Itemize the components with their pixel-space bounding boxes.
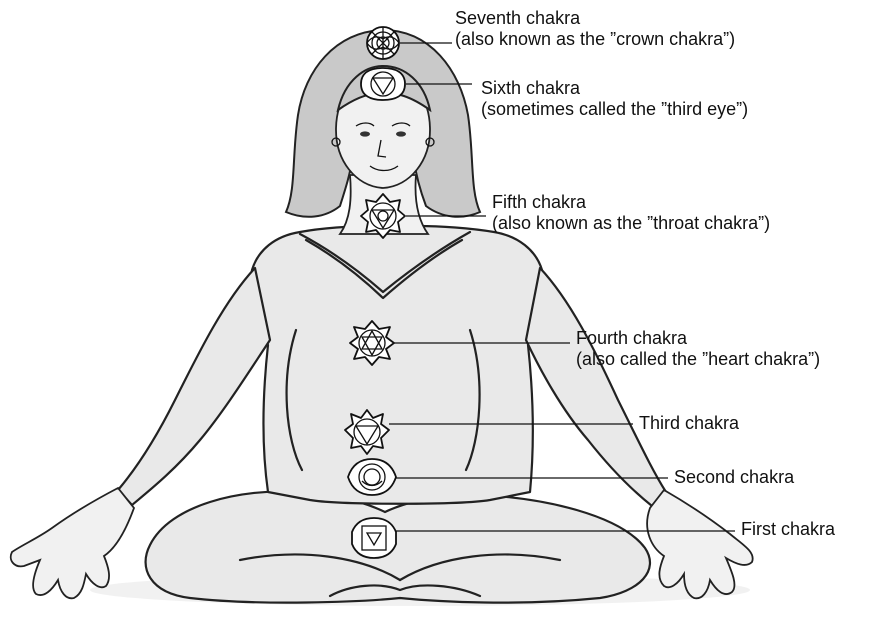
- label-second-chakra: Second chakra: [674, 467, 794, 488]
- label-fourth-chakra: Fourth chakra (also called the ”heart ch…: [576, 328, 820, 370]
- label-fifth-chakra: Fifth chakra (also known as the ”throat …: [492, 192, 770, 234]
- label-third-title: Third chakra: [639, 413, 739, 434]
- right-hand: [647, 490, 753, 598]
- left-hand: [11, 488, 134, 598]
- lotus-crown-icon: [367, 27, 399, 59]
- torso: [251, 226, 544, 504]
- label-seventh-title: Seventh chakra: [455, 8, 735, 29]
- label-second-title: Second chakra: [674, 467, 794, 488]
- right-eye: [396, 131, 406, 136]
- label-sixth-sub: (sometimes called the ”third eye”): [481, 99, 748, 120]
- left-arm: [118, 268, 270, 505]
- label-seventh-chakra: Seventh chakra (also known as the ”crown…: [455, 8, 735, 50]
- label-third-chakra: Third chakra: [639, 413, 739, 434]
- right-arm: [526, 268, 666, 506]
- crossed-legs: [146, 491, 650, 602]
- label-fifth-title: Fifth chakra: [492, 192, 770, 213]
- label-fourth-sub: (also called the ”heart chakra”): [576, 349, 820, 370]
- label-sixth-title: Sixth chakra: [481, 78, 748, 99]
- label-first-title: First chakra: [741, 519, 835, 540]
- label-fifth-sub: (also known as the ”throat chakra”): [492, 213, 770, 234]
- label-sixth-chakra: Sixth chakra (sometimes called the ”thir…: [481, 78, 748, 120]
- triangle-in-petals-icon: [361, 68, 405, 100]
- label-first-chakra: First chakra: [741, 519, 835, 540]
- label-seventh-sub: (also known as the ”crown chakra”): [455, 29, 735, 50]
- crescent-circle-icon: [348, 459, 396, 495]
- label-fourth-title: Fourth chakra: [576, 328, 820, 349]
- inverted-triangle-icon: [345, 410, 389, 454]
- hexagram-icon: [350, 321, 394, 365]
- left-eye: [360, 131, 370, 136]
- square-with-triangle-icon: [352, 518, 396, 558]
- circle-in-triangle-icon: [361, 194, 405, 238]
